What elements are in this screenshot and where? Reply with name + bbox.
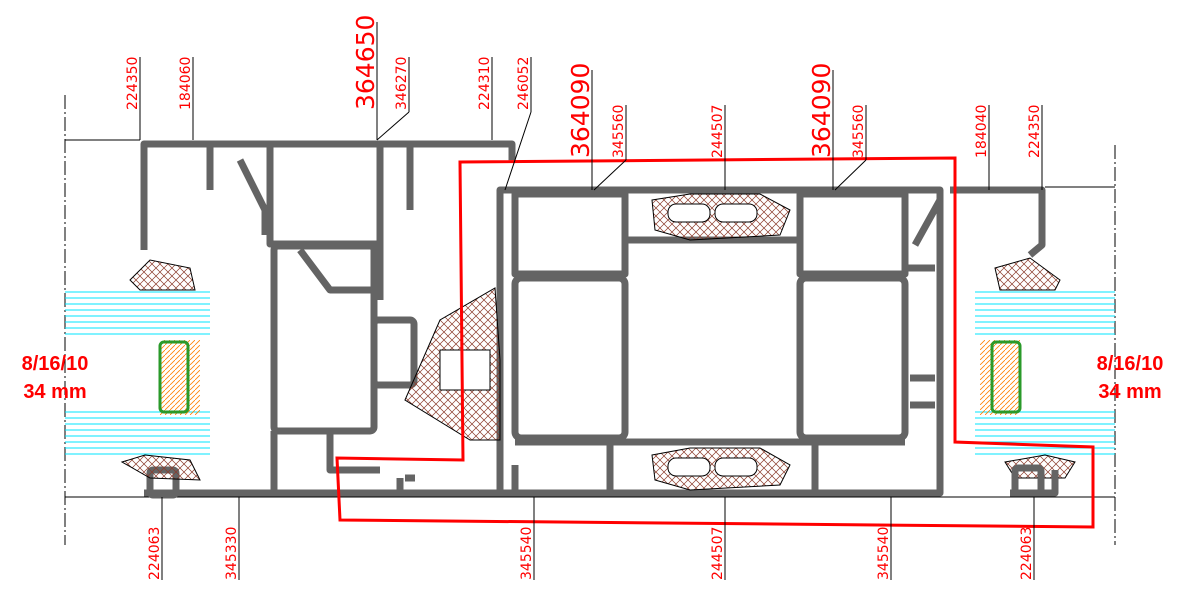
leader-line (504, 111, 532, 191)
glass-right (975, 291, 1115, 455)
part-number-label: 345330 (224, 527, 240, 580)
part-number-label: 346270 (394, 57, 410, 110)
outer-frame-profile (140, 140, 519, 499)
part-number-label: 364090 (807, 63, 836, 158)
leader-line (376, 111, 410, 141)
spacer-right (980, 340, 1022, 415)
part-number-label: 244507 (710, 527, 726, 580)
part-number-label: 224063 (1019, 527, 1035, 580)
leader-line (834, 159, 867, 191)
leader-lines (139, 22, 1043, 580)
part-number-label: 184040 (974, 105, 990, 158)
insulating-insert (404, 287, 501, 441)
part-number-label: 224350 (125, 57, 141, 110)
part-number-label: 224310 (477, 57, 493, 110)
right-frame-profile (950, 186, 1059, 497)
glazing-gaskets (120, 257, 1076, 481)
glazing-spec-left-thickness: 34 mm (23, 381, 87, 403)
assembly-outline (335, 156, 1095, 529)
centerlines (64, 95, 1116, 545)
glazing-spec-left: 8/16/10 34 mm (0, 350, 110, 406)
glazing-spec-right: 8/16/10 34 mm (1075, 350, 1185, 406)
part-number-label: 345540 (876, 527, 892, 580)
part-number-label: 345560 (851, 105, 867, 158)
bottom-part-labels: 224063 345330 345540 244507 345540 224063 (147, 527, 1035, 580)
thermal-break-bottom (651, 447, 791, 491)
part-number-label: 345540 (519, 527, 535, 580)
part-number-label: 364090 (566, 63, 595, 158)
reference-lines (65, 139, 1115, 498)
glazing-spec-left-composition: 8/16/10 (21, 353, 89, 375)
leader-line (593, 159, 627, 191)
part-number-label: 184060 (178, 57, 194, 110)
sash-profile (496, 186, 944, 497)
part-number-label: 345560 (611, 105, 627, 158)
part-number-label: 364650 (351, 15, 380, 110)
glazing-spec-right-thickness: 34 mm (1098, 381, 1162, 403)
part-number-label: 224350 (1027, 105, 1043, 158)
glazing-spec-right-composition: 8/16/10 (1096, 353, 1164, 375)
spacer-left (158, 340, 200, 415)
thermal-break-top (651, 193, 791, 241)
part-number-label: 224063 (147, 527, 163, 580)
part-number-label: 246052 (516, 57, 532, 110)
top-part-labels: 224350 184060 364650 346270 224310 246052 3640… (125, 15, 1043, 158)
part-number-label: 244507 (710, 105, 726, 158)
